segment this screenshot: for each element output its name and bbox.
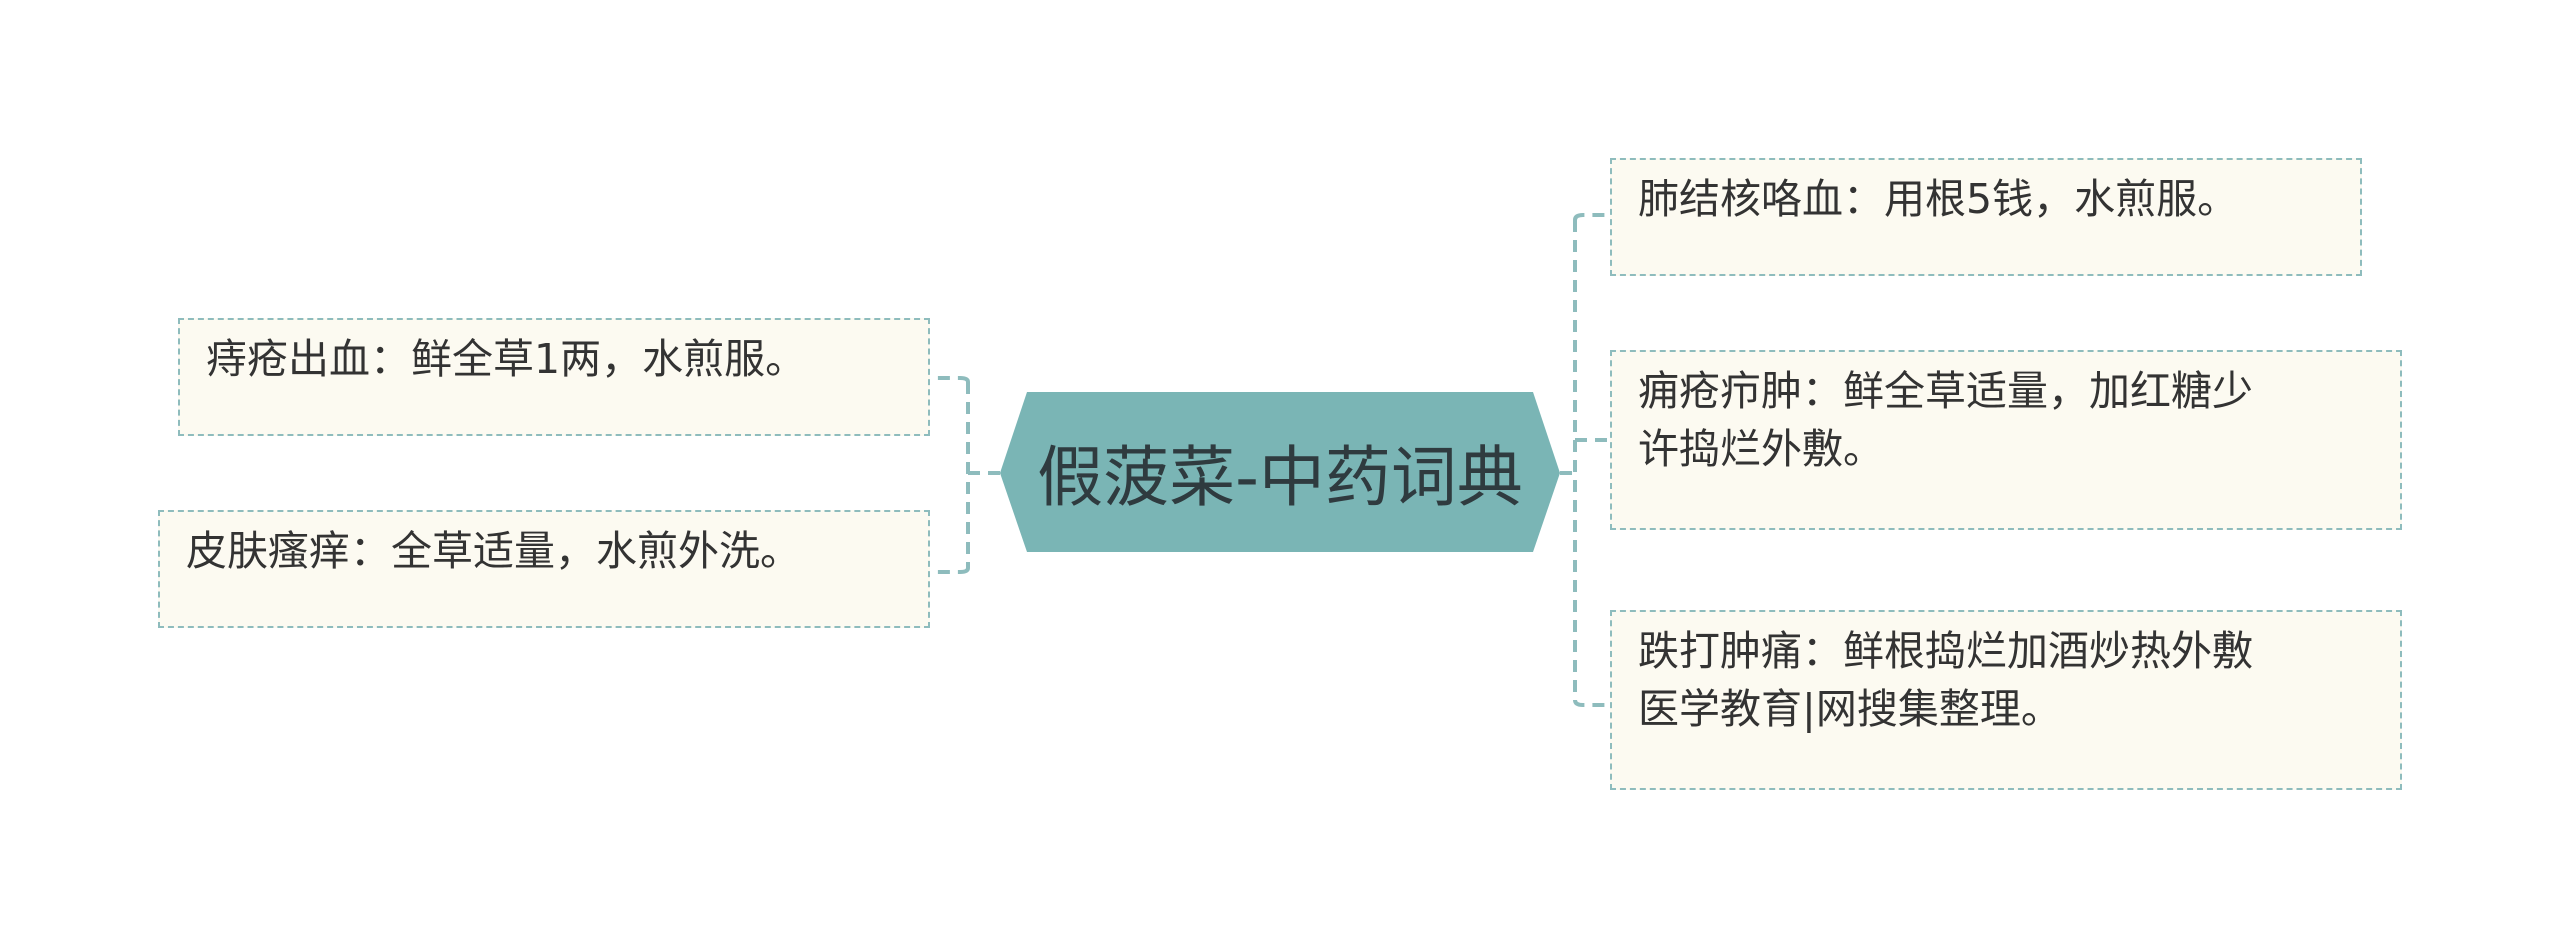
connector-right-3 [1573,699,1610,707]
node-text-line: 皮肤瘙痒：全草适量，水煎外洗。 [186,527,801,575]
center-topic[interactable]: 假菠菜-中药词典 [1037,439,1523,516]
node-text-line: 痈疮疖肿：鲜全草适量，加红糖少 [1638,367,2253,415]
node-text-line: 许捣烂外敷。 [1638,425,1884,473]
left-node-skin-itching[interactable]: 皮肤瘙痒：全草适量，水煎外洗。 [158,510,930,628]
connector-left-2 [930,567,970,574]
node-text-line: 痔疮出血：鲜全草1两，水煎服。 [206,335,807,383]
node-text-line: 跌打肿痛：鲜根捣烂加酒炒热外敷 [1638,627,2253,675]
connector-left-1 [930,376,970,383]
right-node-bruise-pain[interactable]: 跌打肿痛：鲜根捣烂加酒炒热外敷 医学教育|网搜集整理。 [1610,610,2402,790]
node-text-line: 肺结核咯血：用根5钱，水煎服。 [1638,175,2239,223]
right-node-carbuncle-swelling[interactable]: 痈疮疖肿：鲜全草适量，加红糖少 许捣烂外敷。 [1610,350,2402,530]
connector-right-1 [1573,213,1610,221]
left-node-hemorrhoid-bleeding[interactable]: 痔疮出血：鲜全草1两，水煎服。 [178,318,930,436]
node-text-line: 医学教育|网搜集整理。 [1638,685,2062,733]
center-node-shape [1000,392,1560,552]
right-node-tuberculosis-hemoptysis[interactable]: 肺结核咯血：用根5钱，水煎服。 [1610,158,2362,276]
